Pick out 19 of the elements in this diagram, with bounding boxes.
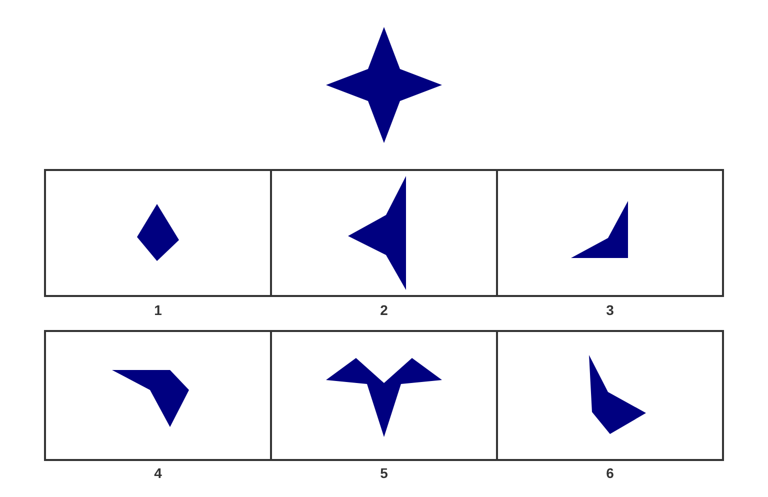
option-shape [589,355,646,434]
option-number: 6 [605,465,615,481]
option-shape [112,370,189,427]
option-number: 3 [605,302,615,318]
option-panel [44,330,272,461]
option-panel [496,330,724,461]
option-number: 1 [153,302,163,318]
option-number: 5 [379,465,389,481]
option-shape [571,201,628,258]
option-number: 4 [153,465,163,481]
option-panel [44,169,272,297]
star-shape [326,27,442,143]
option-panel [270,169,498,297]
option-shape [326,358,442,437]
option-panel [270,330,498,461]
diamond-shape [137,204,179,261]
option-panel [496,169,724,297]
option-shape [348,176,406,290]
option-number: 2 [379,302,389,318]
